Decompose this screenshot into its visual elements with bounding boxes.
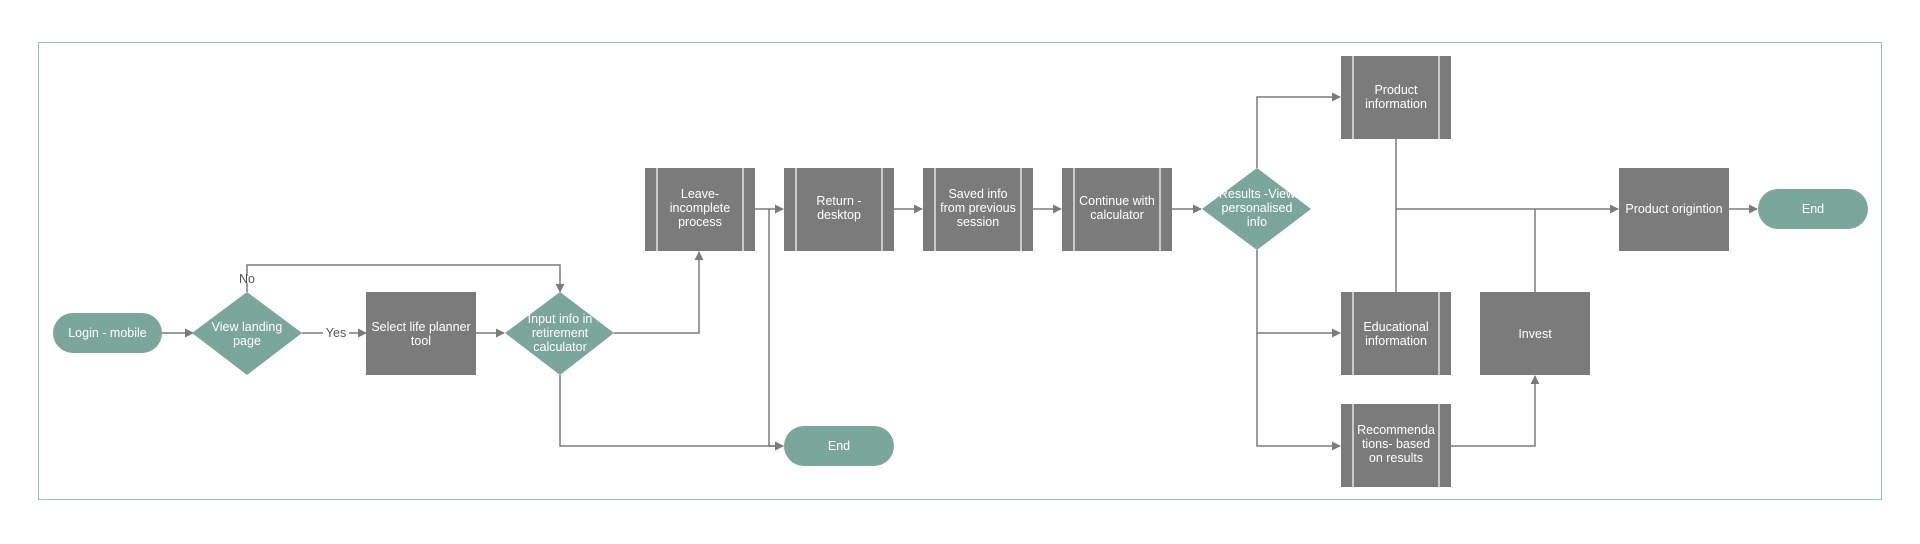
node-end-main-label: End [1802,202,1824,216]
edge-input-to-end [559,375,784,451]
edge-results-to-product-info [1256,92,1341,168]
node-return-desktop: Return -desktop [784,168,894,251]
edge-product-info-to-origination [1395,139,1619,214]
node-product-origination-label: Product origintion [1625,202,1722,216]
edge-input-to-leave [614,251,704,334]
edges [162,92,1758,451]
edge-results-to-recommendations [1256,333,1341,451]
node-invest: Invest [1480,292,1590,375]
node-return-desktop-label: Return -desktop [816,194,861,222]
node-product-origination: Product origintion [1619,168,1729,251]
edge-recommendations-to-invest [1451,375,1540,447]
edge-results-to-educational [1256,250,1341,338]
node-end-lower-label: End [828,439,850,453]
edge-landing-no-to-input [246,264,560,292]
node-end-main: End [1758,189,1868,229]
edge-leave-to-end [768,209,784,451]
node-invest-label: Invest [1518,327,1552,341]
node-login-mobile: Login - mobile [53,313,162,353]
node-end-lower: End [784,426,894,466]
edge-label-yes: Yes [326,326,346,340]
diagram-frame [38,42,1882,500]
edge-label-no: No [239,272,255,286]
node-login-mobile-label: Login - mobile [68,326,147,340]
